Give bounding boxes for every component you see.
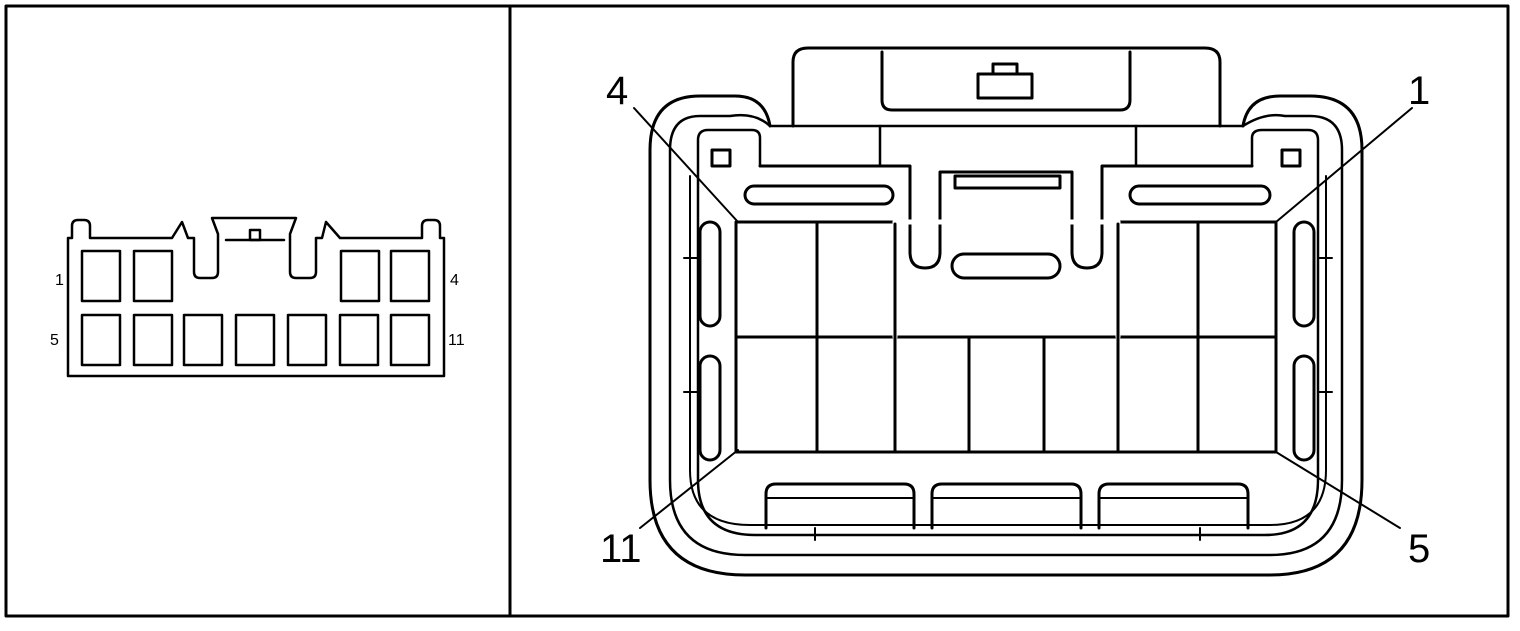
rear-view-bottom-tab (930, 482, 1083, 530)
rear-view-lock-inner (880, 50, 1132, 112)
front-cavity (339, 249, 381, 303)
rear-label-top-right: 1 (1408, 69, 1430, 113)
front-label-bottom-right: 11 (448, 332, 465, 349)
rear-view-square-post (710, 148, 732, 168)
front-cavity (389, 313, 431, 367)
front-view-latch (248, 228, 262, 242)
front-cavity (80, 313, 122, 367)
rear-view-bottom-tab (764, 482, 916, 530)
rear-label-bottom-left: 11 (600, 527, 642, 571)
rear-view-side-pill (698, 354, 722, 462)
rear-view-center-pill (950, 252, 1062, 280)
front-cavity (132, 249, 174, 303)
front-cavity (182, 313, 224, 367)
rear-view-inner-wall-2 (696, 124, 1320, 537)
front-cavity (80, 249, 122, 303)
rear-view-keyway (758, 164, 1254, 270)
rear-view-top-pill (1128, 184, 1272, 206)
front-label-top-left: 1 (55, 272, 64, 289)
leader-line (1275, 451, 1401, 529)
rear-label-bottom-right: 5 (1408, 527, 1430, 571)
leader-line (633, 107, 739, 223)
rear-view-side-pill (698, 220, 722, 328)
rear-view-square-post (1280, 148, 1302, 168)
front-label-top-right: 4 (450, 272, 459, 289)
rear-label-top-left: 4 (606, 69, 628, 113)
rear-view-bottom-tab (1097, 482, 1250, 530)
rear-view-side-pill (1292, 354, 1316, 462)
rear-view-side-pill (1292, 220, 1316, 328)
leader-line (639, 449, 739, 529)
leader-line (1275, 107, 1413, 223)
rear-view-connector (648, 46, 1364, 577)
front-view-connector (66, 216, 446, 378)
front-cavity (286, 313, 328, 367)
rear-view-outer-housing (648, 94, 1364, 577)
rear-view-lock-tab-top (991, 62, 1019, 76)
front-cavity (338, 313, 380, 367)
outer-frame (4, 4, 1510, 618)
front-label-bottom-left: 5 (50, 332, 59, 349)
rear-view-lock-tab (976, 72, 1034, 100)
front-view-body-outline (66, 216, 446, 378)
rear-view-leaders (633, 107, 1413, 529)
rear-view-top-pill (743, 184, 895, 206)
rear-view-inner-wall-3 (689, 175, 1327, 526)
rear-view-inner-wall (668, 113, 1344, 557)
front-cavity (132, 313, 174, 367)
front-cavity (389, 249, 431, 303)
front-cavity (234, 313, 276, 367)
rear-view-keyway-slot (953, 174, 1062, 190)
rear-view-lock-housing (791, 46, 1222, 128)
